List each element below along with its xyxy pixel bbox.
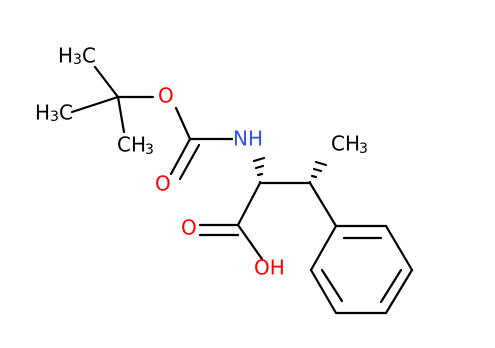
svg-text:3: 3 — [73, 52, 82, 68]
label-ch3-right: CH 3 — [331, 132, 368, 158]
svg-text:3: 3 — [145, 142, 154, 158]
bond-carbonyl-double-2 — [178, 143, 201, 181]
svg-text:H: H — [35, 101, 50, 125]
bond-alpha-to-carboxyl-carbon — [236, 181, 262, 227]
svg-text:3: 3 — [359, 141, 368, 157]
bond-beta-to-phenyl — [308, 181, 338, 228]
label-ch3-lower: CH 3 — [117, 133, 154, 159]
label-oh: OH — [254, 256, 285, 280]
svg-text:CH: CH — [117, 133, 146, 157]
ring-bond-6 — [309, 224, 338, 272]
svg-text:C: C — [59, 101, 73, 125]
ring-bond-3 — [384, 268, 414, 315]
ring-bond-2 — [384, 224, 414, 272]
bond-carboxyl-single — [236, 223, 264, 261]
ring-inner-double-3 — [320, 268, 344, 303]
bond-ester-oxygen-to-carbonyl-carbon — [174, 106, 192, 141]
ring-bond-5 — [309, 268, 338, 315]
label-h3c-top: H 3 C — [58, 44, 96, 69]
bond-tbu-lower-methyl — [116, 95, 126, 134]
label-h3c-mid: H 3 C — [35, 101, 73, 126]
label-carbonyl-oxygen-left: O — [155, 172, 171, 196]
hashed-wedge-alpha-nh — [252, 156, 266, 185]
svg-text:CH: CH — [331, 132, 360, 156]
bond-tbu-mid-methyl — [70, 95, 120, 114]
svg-text:H: H — [58, 44, 73, 68]
bond-tbu-top-methyl — [93, 65, 120, 99]
svg-text:C: C — [82, 44, 96, 68]
hashed-wedge-beta-methyl — [308, 160, 328, 185]
bond-carbonyl-double-1 — [169, 137, 192, 176]
label-ester-oxygen: O — [158, 84, 174, 108]
svg-text:3: 3 — [50, 109, 59, 125]
label-nh: NH — [233, 127, 263, 151]
label-carboxyl-oxygen: O — [181, 216, 197, 240]
ring-inner-double-2 — [379, 268, 403, 304]
